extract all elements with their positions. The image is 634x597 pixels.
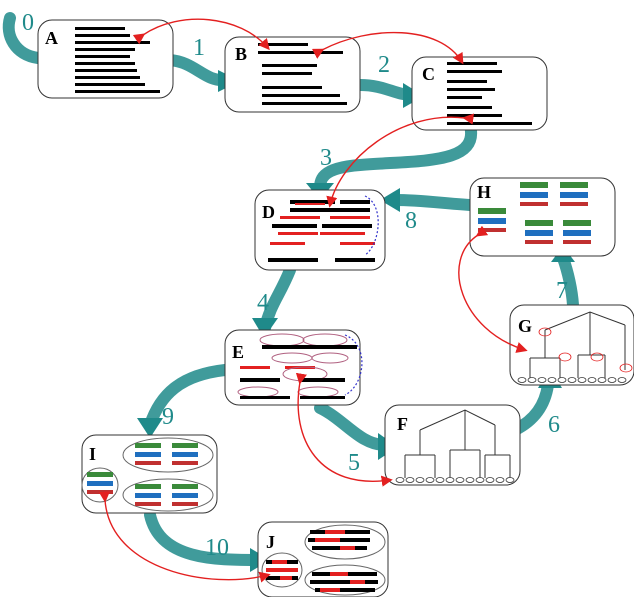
panel-label-j: J	[266, 532, 275, 552]
flow-arrow-8	[389, 194, 476, 211]
highlight-rings	[538, 327, 633, 373]
step-2: 2	[378, 52, 390, 78]
link-arrow-ef	[295, 372, 393, 487]
panel-d: D	[254, 189, 386, 271]
dendrogram	[404, 409, 511, 478]
flow-arrowhead-4	[252, 318, 278, 338]
panel-label-g: G	[518, 316, 532, 336]
flow-arrow-10	[144, 509, 264, 566]
panel-label-a: A	[45, 28, 58, 48]
panel-i: I	[81, 434, 218, 514]
step-4: 4	[257, 290, 269, 316]
panel-label-h: H	[477, 182, 491, 202]
link-arrow-cd	[326, 113, 475, 208]
step-0: 0	[22, 10, 34, 36]
panel-label-f: F	[397, 414, 408, 434]
panel-a: A	[37, 19, 174, 99]
panel-c: C	[411, 56, 548, 131]
step-9: 9	[162, 404, 174, 430]
panel-h: H	[469, 177, 616, 257]
panel-b: B	[224, 36, 361, 113]
panel-label-d: D	[262, 202, 275, 222]
panel-e: E	[224, 329, 363, 406]
step-7: 7	[556, 278, 568, 304]
link-arrow-ab	[132, 18, 270, 51]
highlighted-lines	[266, 530, 378, 592]
flow-arrow-3	[314, 119, 478, 196]
link-arrow-hg	[458, 225, 528, 353]
panel-j: J	[257, 521, 389, 597]
link-arrow-ij	[98, 491, 271, 583]
link-arrow-bc	[311, 31, 464, 65]
step-5: 5	[348, 450, 360, 476]
step-numbers: 0 1 2 3 4 5 6 7 8 9 10	[22, 10, 568, 561]
text-lines	[447, 62, 532, 125]
step-6: 6	[548, 412, 560, 438]
panel-label-e: E	[232, 342, 244, 362]
flow-arrow-0	[2, 12, 44, 64]
panel-label-i: I	[89, 444, 96, 464]
flow-arrow-9	[144, 364, 231, 431]
panel-label-b: B	[235, 44, 247, 64]
panel-label-c: C	[422, 64, 435, 84]
flow-arrow-5	[314, 402, 391, 451]
flow-arrow-1	[164, 54, 231, 87]
text-lines	[75, 27, 160, 93]
step-10: 10	[205, 535, 229, 561]
text-lines	[258, 43, 347, 105]
panel-g: G	[509, 304, 634, 386]
step-1: 1	[193, 35, 205, 61]
panel-f: F	[384, 404, 521, 486]
step-8: 8	[405, 208, 417, 234]
flow-arrowhead-9	[137, 418, 163, 438]
tree-leaves	[395, 477, 515, 483]
dendrogram	[529, 311, 626, 378]
link-arrows	[98, 18, 528, 583]
tree-leaves	[517, 377, 627, 383]
step-3: 3	[320, 145, 332, 171]
